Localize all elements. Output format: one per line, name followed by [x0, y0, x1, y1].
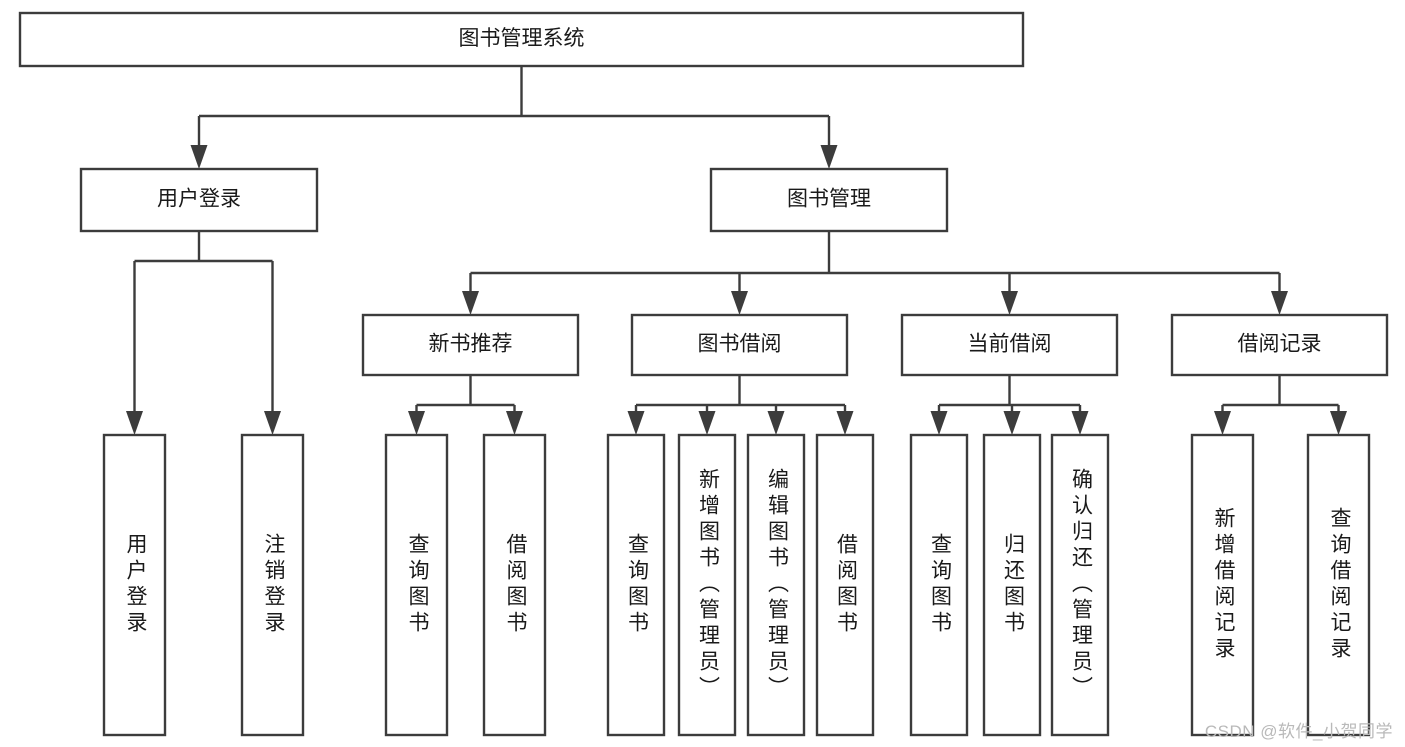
- node-label-leaf-return-book: 归还图书: [1001, 533, 1025, 637]
- arrow-head-icon: [1003, 411, 1021, 435]
- node-box-leaf-query-book-rec[interactable]: [384, 433, 449, 737]
- node-leaf-confirm-return[interactable]: 确认归还（管理员）: [1050, 433, 1110, 737]
- node-borrow-record[interactable]: 借阅记录: [1170, 313, 1389, 377]
- node-label-leaf-user-logout: 注销登录: [262, 533, 286, 637]
- arrow-head-icon: [698, 411, 716, 435]
- node-box-leaf-query-book-cur[interactable]: [909, 433, 969, 737]
- arrow-head-icon: [836, 411, 854, 435]
- connector-group-root: [190, 66, 838, 169]
- node-label-user-login: 用户登录: [157, 188, 241, 211]
- node-leaf-edit-book[interactable]: 编辑图书（管理员）: [746, 433, 806, 737]
- node-box-leaf-query-record[interactable]: [1306, 433, 1371, 737]
- node-box-new-book-recommend[interactable]: [361, 313, 580, 377]
- connector-group-book-management: [462, 231, 1288, 315]
- arrow-head-icon: [1271, 291, 1288, 315]
- node-label-new-book-recommend: 新书推荐: [429, 333, 513, 356]
- node-box-book-management[interactable]: [709, 167, 949, 233]
- connector-group-borrow-record: [1214, 375, 1347, 435]
- node-box-leaf-return-book[interactable]: [982, 433, 1042, 737]
- node-label-leaf-add-book: 新增图书（管理员）: [696, 468, 720, 702]
- node-leaf-borrow-book-brw[interactable]: 借阅图书: [815, 433, 875, 737]
- arrow-head-icon: [767, 411, 785, 435]
- node-user-login[interactable]: 用户登录: [79, 167, 319, 233]
- arrow-head-icon: [1214, 411, 1231, 435]
- node-leaf-query-book-cur[interactable]: 查询图书: [909, 433, 969, 737]
- node-leaf-query-book-brw[interactable]: 查询图书: [606, 433, 666, 737]
- node-book-management[interactable]: 图书管理: [709, 167, 949, 233]
- connector-group-book-borrow: [627, 375, 854, 435]
- node-layer: 图书管理系统用户登录图书管理新书推荐图书借阅当前借阅借阅记录用户登录注销登录查询…: [18, 11, 1389, 737]
- arrow-head-icon: [462, 291, 479, 315]
- node-box-leaf-confirm-return[interactable]: [1050, 433, 1110, 737]
- node-box-leaf-borrow-book-rec[interactable]: [482, 433, 547, 737]
- node-label-borrow-record: 借阅记录: [1238, 333, 1322, 356]
- node-leaf-query-book-rec[interactable]: 查询图书: [384, 433, 449, 737]
- arrow-head-icon: [264, 411, 281, 435]
- connector-group-user-login: [126, 231, 281, 435]
- node-leaf-user-login[interactable]: 用户登录: [102, 433, 167, 737]
- arrow-head-icon: [1001, 291, 1018, 315]
- node-box-leaf-query-book-brw[interactable]: [606, 433, 666, 737]
- node-box-leaf-edit-book[interactable]: [746, 433, 806, 737]
- node-label-root: 图书管理系统: [459, 27, 585, 50]
- node-label-leaf-confirm-return: 确认归还（管理员）: [1069, 468, 1093, 702]
- node-label-leaf-borrow-book-brw: 借阅图书: [834, 533, 858, 637]
- node-leaf-query-record[interactable]: 查询借阅记录: [1306, 433, 1371, 737]
- node-label-leaf-query-book-cur: 查询图书: [928, 533, 952, 637]
- node-box-user-login[interactable]: [79, 167, 319, 233]
- connector-layer: [126, 66, 1347, 435]
- node-label-leaf-query-record: 查询借阅记录: [1328, 507, 1352, 663]
- node-label-leaf-query-book-rec: 查询图书: [406, 533, 430, 637]
- node-label-book-management: 图书管理: [787, 188, 871, 211]
- node-box-book-borrow[interactable]: [630, 313, 849, 377]
- node-leaf-add-record[interactable]: 新增借阅记录: [1190, 433, 1255, 737]
- node-box-leaf-add-book[interactable]: [677, 433, 737, 737]
- arrow-head-icon: [408, 411, 425, 435]
- node-box-borrow-record[interactable]: [1170, 313, 1389, 377]
- node-label-leaf-add-record: 新增借阅记录: [1212, 507, 1236, 663]
- node-label-leaf-user-login: 用户登录: [124, 533, 148, 637]
- connector-group-new-book-recommend: [408, 375, 523, 435]
- node-box-leaf-user-login[interactable]: [102, 433, 167, 737]
- node-box-root[interactable]: [18, 11, 1025, 68]
- node-box-current-borrow[interactable]: [900, 313, 1119, 377]
- node-leaf-borrow-book-rec[interactable]: 借阅图书: [482, 433, 547, 737]
- node-leaf-add-book[interactable]: 新增图书（管理员）: [677, 433, 737, 737]
- node-label-leaf-edit-book: 编辑图书（管理员）: [765, 468, 789, 702]
- node-box-leaf-borrow-book-brw[interactable]: [815, 433, 875, 737]
- node-new-book-recommend[interactable]: 新书推荐: [361, 313, 580, 377]
- arrow-head-icon: [627, 411, 645, 435]
- node-leaf-user-logout[interactable]: 注销登录: [240, 433, 305, 737]
- arrow-head-icon: [1330, 411, 1347, 435]
- node-label-leaf-borrow-book-rec: 借阅图书: [504, 533, 528, 637]
- node-book-borrow[interactable]: 图书借阅: [630, 313, 849, 377]
- arrow-head-icon: [506, 411, 523, 435]
- arrow-head-icon: [930, 411, 948, 435]
- node-label-current-borrow: 当前借阅: [968, 333, 1052, 356]
- node-box-leaf-user-logout[interactable]: [240, 433, 305, 737]
- node-root[interactable]: 图书管理系统: [18, 11, 1025, 68]
- node-current-borrow[interactable]: 当前借阅: [900, 313, 1119, 377]
- node-label-leaf-query-book-brw: 查询图书: [625, 533, 649, 637]
- arrow-head-icon: [190, 145, 208, 169]
- node-label-book-borrow: 图书借阅: [698, 333, 782, 356]
- arrow-head-icon: [820, 145, 838, 169]
- connector-group-current-borrow: [930, 375, 1089, 435]
- arrow-head-icon: [126, 411, 143, 435]
- node-leaf-return-book[interactable]: 归还图书: [982, 433, 1042, 737]
- arrow-head-icon: [731, 291, 748, 315]
- node-box-leaf-add-record[interactable]: [1190, 433, 1255, 737]
- arrow-head-icon: [1071, 411, 1089, 435]
